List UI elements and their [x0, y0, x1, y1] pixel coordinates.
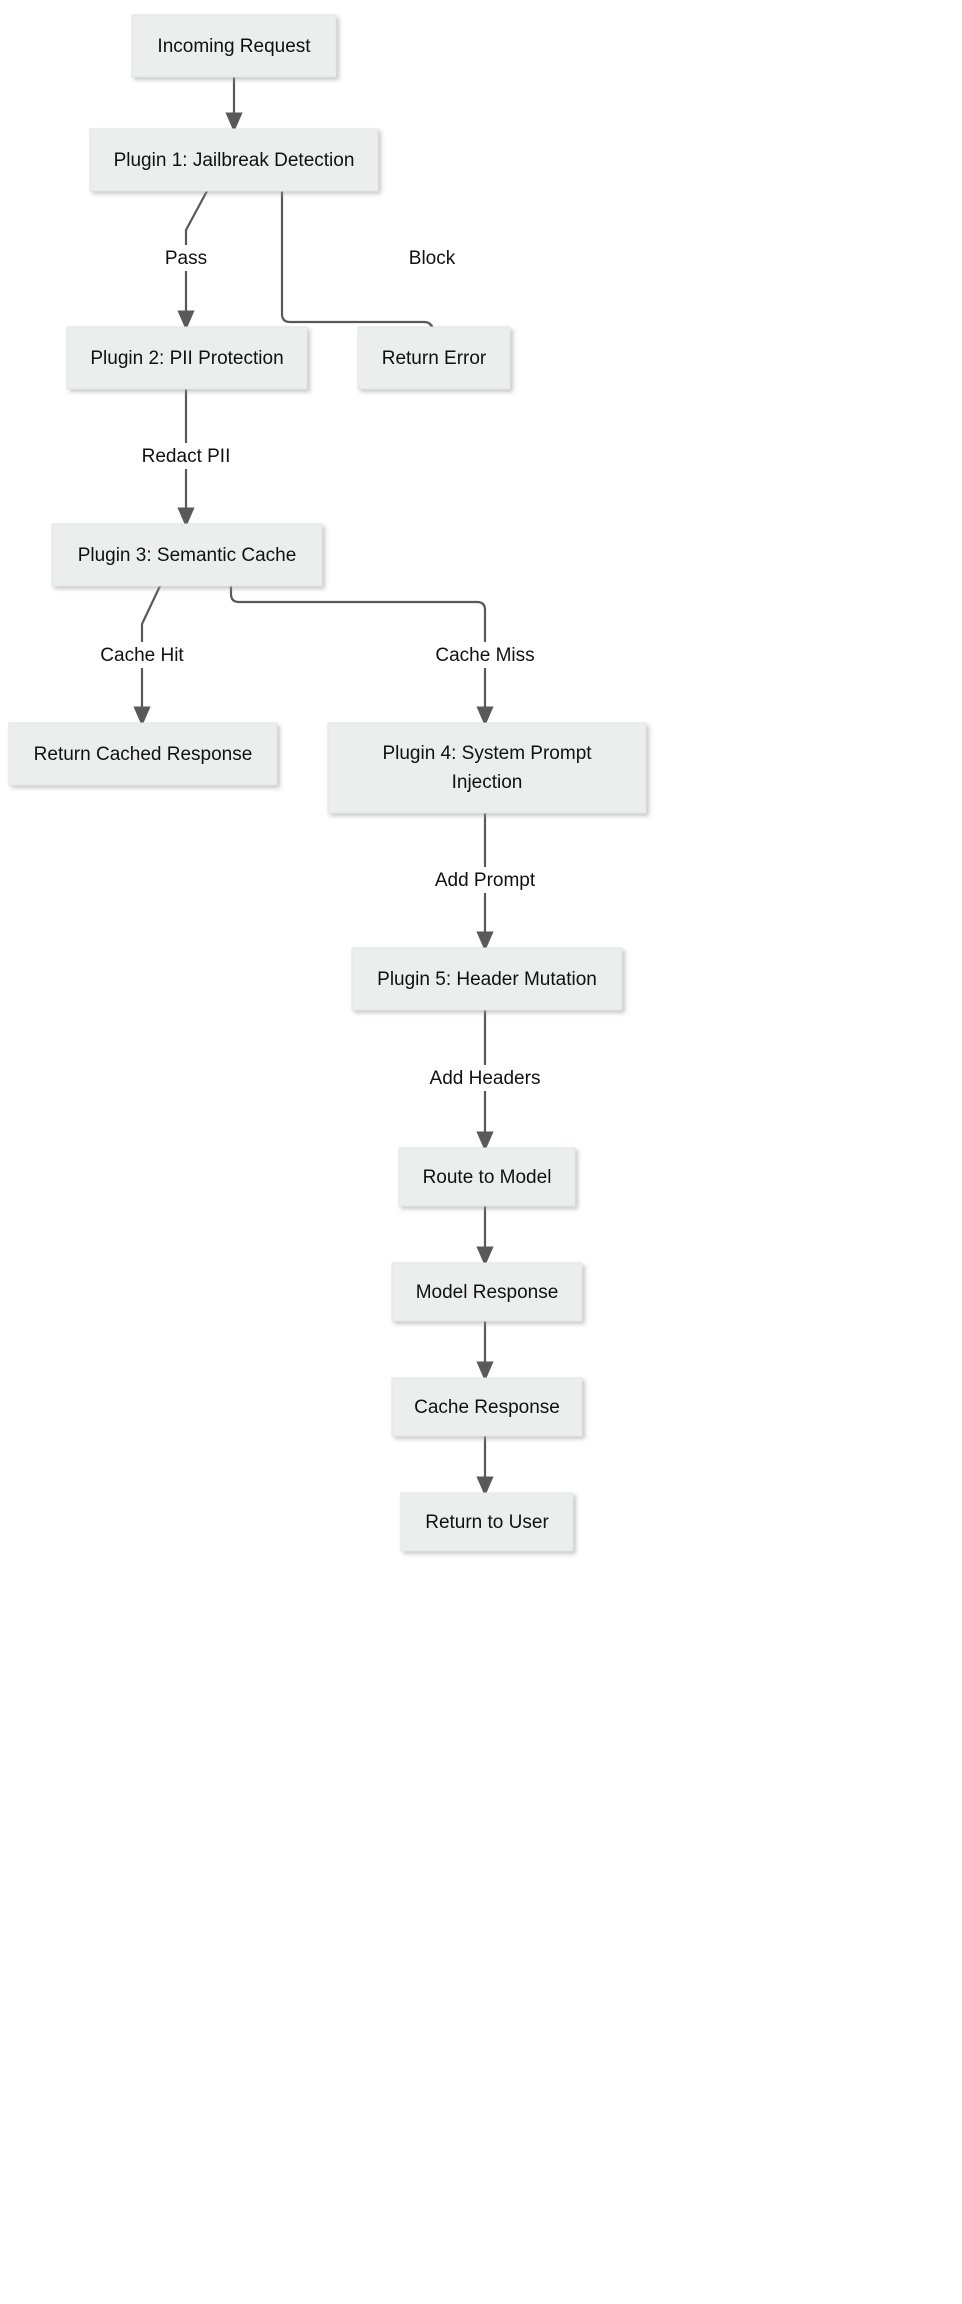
node-label-route-to-model: Route to Model: [423, 1167, 552, 1188]
edge-label-add-headers: Add Headers: [418, 1065, 552, 1091]
edge-label-text-block: Block: [409, 248, 456, 269]
node-label-return-error: Return Error: [382, 348, 487, 369]
node-label-plugin-2-pii: Plugin 2: PII Protection: [90, 348, 283, 369]
node-label-plugin-5-header: Plugin 5: Header Mutation: [377, 969, 597, 990]
node-label-cache-response: Cache Response: [414, 1397, 560, 1418]
edge-layer: [133, 77, 494, 1497]
edge-plugin3-to-plugin4-miss: [229, 586, 494, 727]
edge-plugin1-to-plugin2-pass: [177, 190, 208, 331]
node-label-plugin-1-jailbreak: Plugin 1: Jailbreak Detection: [114, 150, 355, 171]
node-plugin-5-header[interactable]: Plugin 5: Header Mutation: [351, 947, 623, 1011]
edge-label-pass: Pass: [153, 245, 219, 271]
node-route-to-model[interactable]: Route to Model: [398, 1147, 576, 1207]
edge-label-cache-hit: Cache Hit: [88, 642, 196, 668]
node-return-to-user[interactable]: Return to User: [400, 1492, 574, 1552]
node-return-cached-response[interactable]: Return Cached Response: [8, 722, 278, 786]
edge-label-text-pass: Pass: [165, 248, 207, 269]
node-incoming-request[interactable]: Incoming Request: [131, 14, 337, 78]
edge-label-text-add-headers: Add Headers: [430, 1068, 541, 1089]
edge-label-text-cache-miss: Cache Miss: [435, 645, 534, 666]
edge-label-block: Block: [396, 245, 468, 271]
edge-plugin3-to-cached-response-hit: [133, 585, 161, 727]
edge-label-cache-miss: Cache Miss: [425, 642, 545, 668]
node-label-incoming-request: Incoming Request: [157, 36, 311, 57]
edge-label-text-add-prompt: Add Prompt: [435, 870, 536, 891]
edge-label-text-cache-hit: Cache Hit: [100, 645, 184, 666]
node-model-response[interactable]: Model Response: [391, 1262, 583, 1322]
edge-label-add-prompt: Add Prompt: [425, 867, 545, 893]
edge-label-redact-pii: Redact PII: [131, 443, 241, 469]
node-label-plugin-3-cache: Plugin 3: Semantic Cache: [78, 545, 297, 566]
node-plugin-3-cache[interactable]: Plugin 3: Semantic Cache: [51, 523, 323, 587]
node-label-model-response: Model Response: [416, 1282, 559, 1303]
edge-label-layer: Pass Block Redact PII Cache Hit Cache Mi…: [88, 245, 552, 1091]
edge-label-text-redact-pii: Redact PII: [142, 446, 231, 467]
node-label-plugin-4-system-prompt-line2: Injection: [452, 772, 523, 793]
node-layer: Incoming Request Plugin 1: Jailbreak Det…: [8, 14, 647, 1552]
node-plugin-1-jailbreak[interactable]: Plugin 1: Jailbreak Detection: [89, 128, 379, 192]
node-plugin-4-system-prompt[interactable]: Plugin 4: System Prompt Injection: [327, 722, 647, 814]
node-return-error[interactable]: Return Error: [357, 326, 511, 390]
node-plugin-2-pii[interactable]: Plugin 2: PII Protection: [66, 326, 308, 390]
node-cache-response[interactable]: Cache Response: [391, 1377, 583, 1437]
node-label-return-to-user: Return to User: [425, 1512, 549, 1533]
node-label-plugin-4-system-prompt-line1: Plugin 4: System Prompt: [382, 743, 592, 764]
node-label-return-cached-response: Return Cached Response: [34, 744, 253, 765]
